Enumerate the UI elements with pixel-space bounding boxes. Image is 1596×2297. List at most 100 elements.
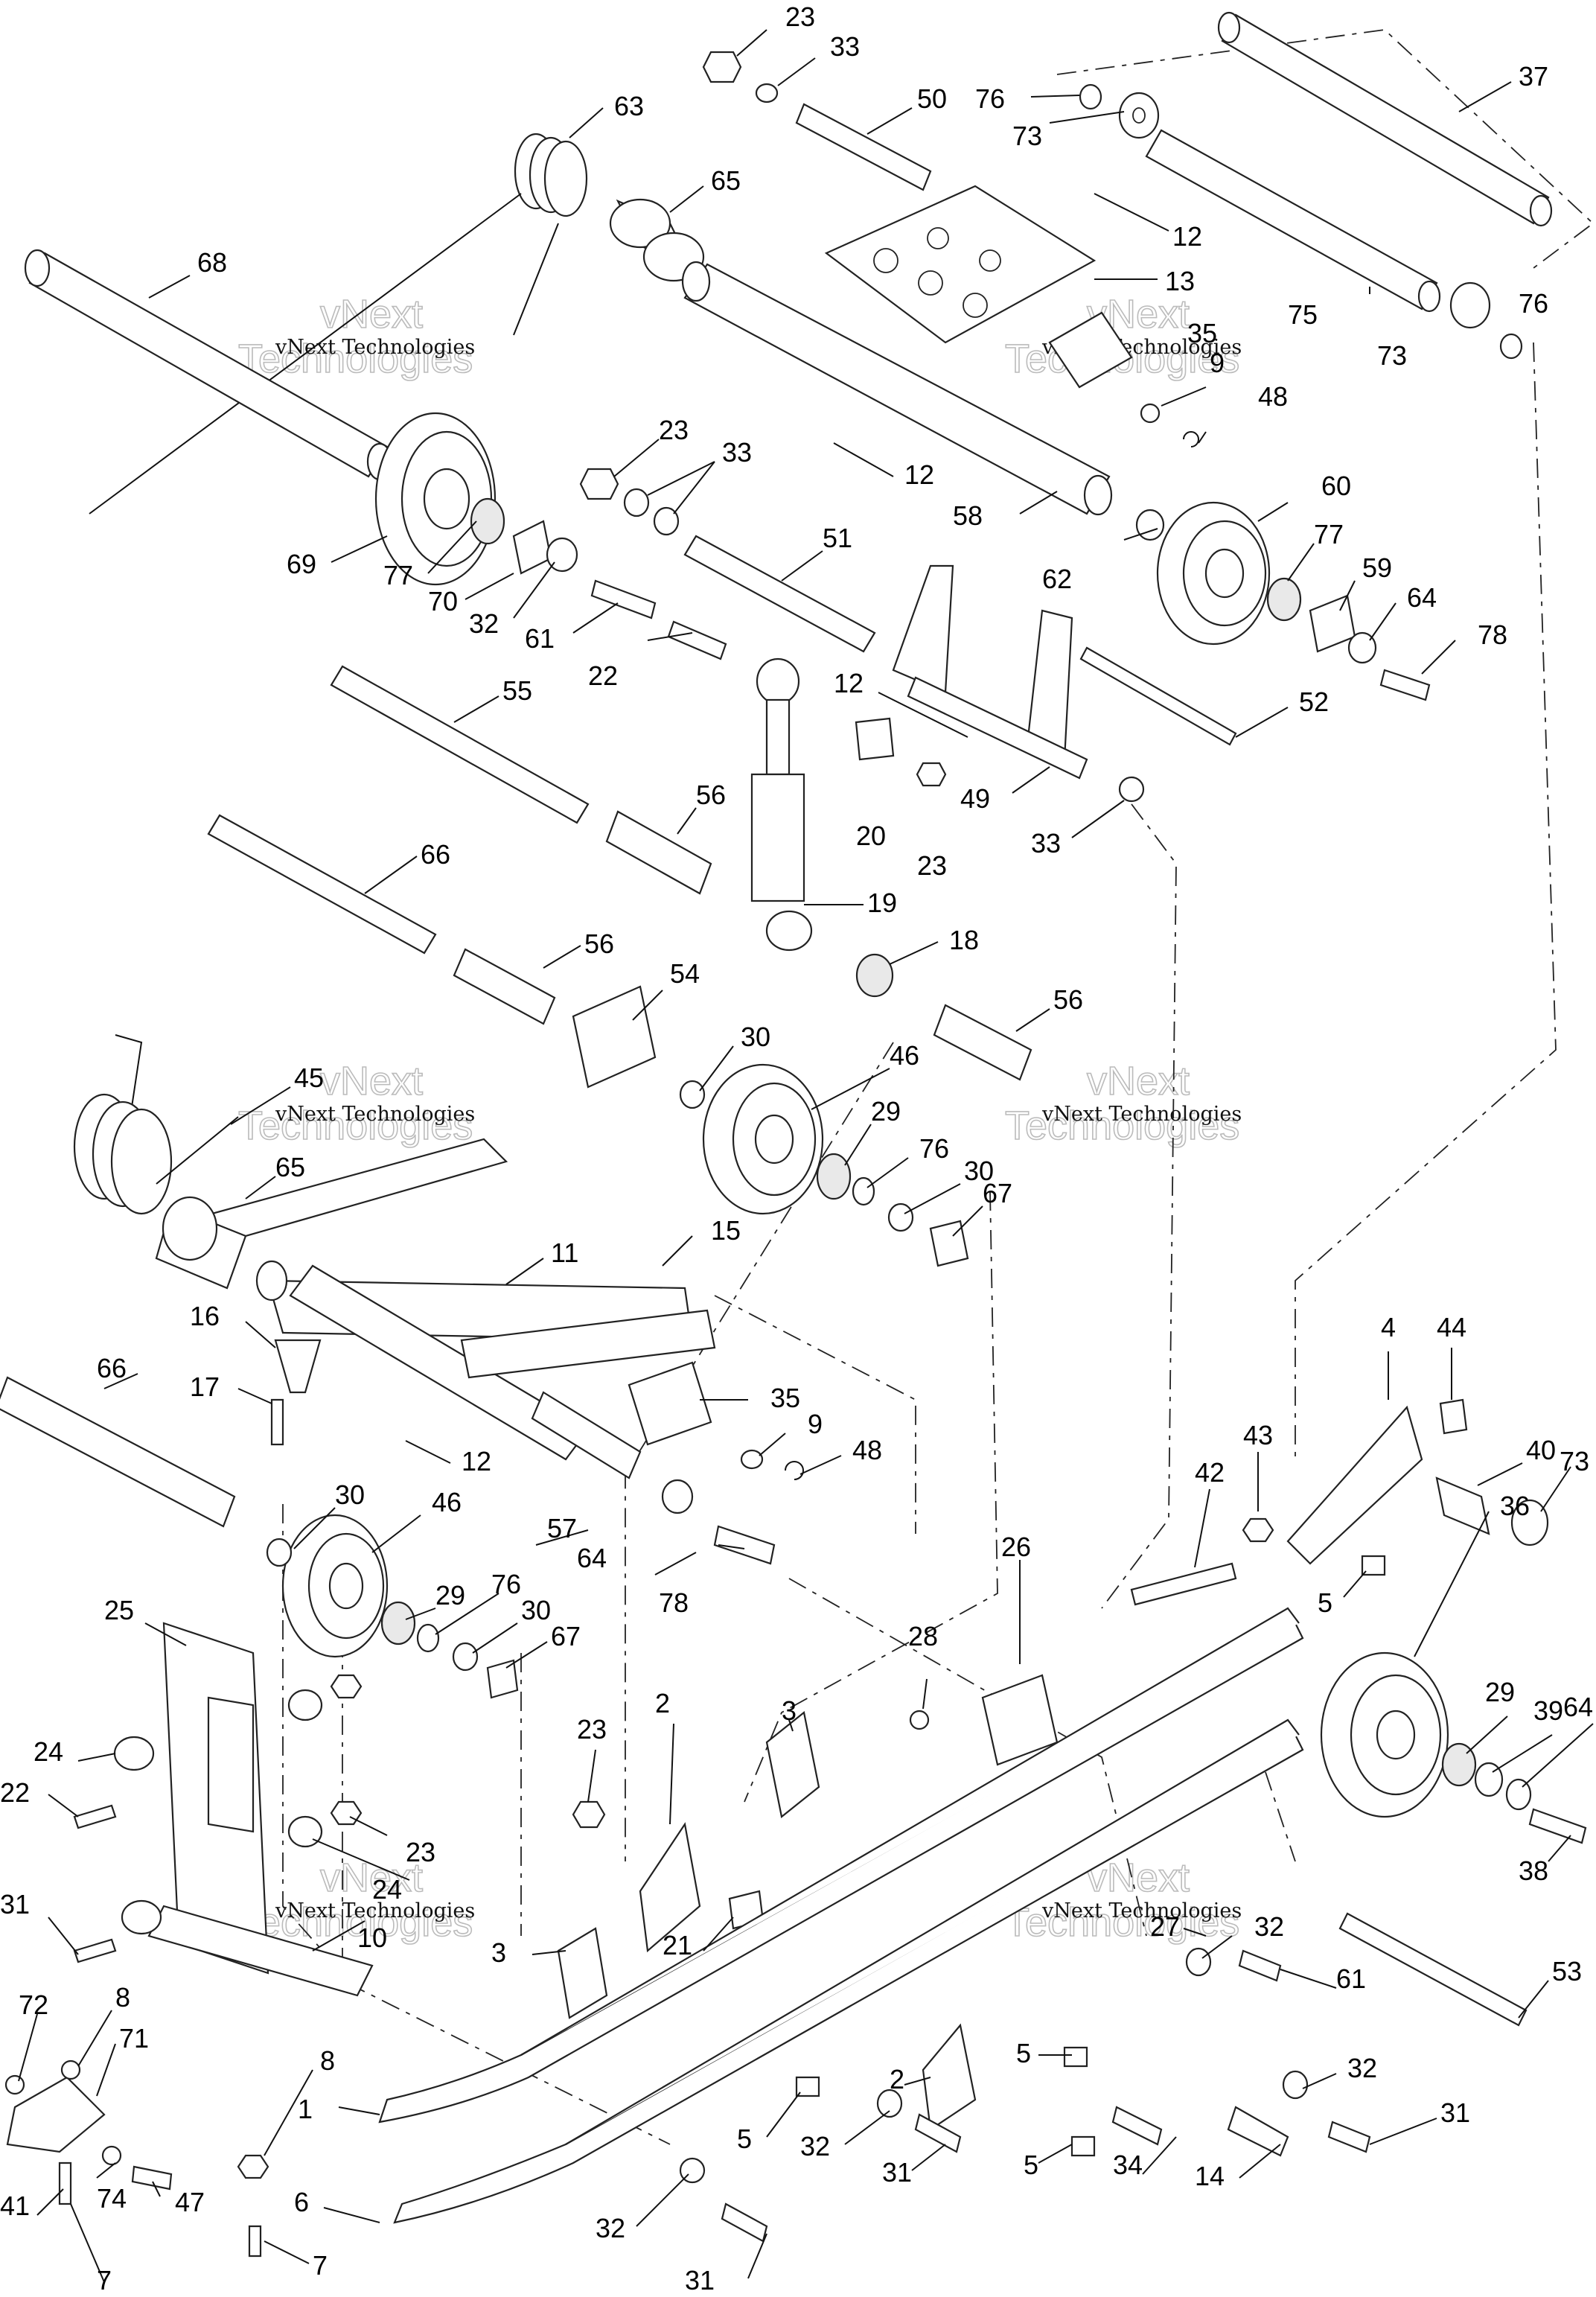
washer-33-lower — [1118, 776, 1145, 803]
bracket-35-upper — [1048, 311, 1133, 389]
plate-25 — [147, 1622, 374, 1997]
bolt-22-lower — [73, 1804, 117, 1829]
callout-46: 46 — [890, 1040, 919, 1071]
washer-32-r1 — [1185, 1947, 1212, 1977]
watermark-big-9: vNext — [320, 1855, 423, 1900]
dash-line-mid — [714, 1295, 916, 1534]
callout-71: 71 — [119, 2023, 149, 2054]
callout-69: 69 — [287, 549, 316, 579]
bracket-13 — [824, 185, 1097, 344]
nut-23-bracket — [572, 1800, 606, 1829]
callout-40: 40 — [1526, 1435, 1556, 1465]
callout-47: 47 — [175, 2187, 205, 2217]
callout-3: 3 — [782, 1695, 797, 1726]
shaft-58 — [681, 261, 1113, 516]
callout-76: 76 — [1519, 288, 1548, 319]
nut-23-top — [702, 51, 742, 83]
washer-62 — [1135, 509, 1165, 541]
callout-65: 65 — [711, 165, 741, 196]
callout-7: 7 — [313, 2250, 328, 2281]
callout-30: 30 — [521, 1595, 551, 1625]
washer-9-upper — [1140, 403, 1161, 424]
bushing-40 — [1435, 1476, 1490, 1535]
callout-5: 5 — [1318, 1587, 1332, 1618]
callout-50: 50 — [917, 83, 947, 114]
callout-31: 31 — [1440, 2097, 1470, 2128]
rail-6 — [393, 1718, 1304, 2224]
dash-line-right-vertical — [1295, 342, 1557, 1459]
callout-45: 45 — [294, 1063, 324, 1093]
bolt-52 — [1079, 646, 1237, 746]
callout-67: 67 — [551, 1621, 581, 1651]
spacer-70 — [512, 520, 552, 575]
callout-32: 32 — [596, 2213, 625, 2243]
callout-24: 24 — [372, 1874, 402, 1905]
callout-48: 48 — [852, 1435, 882, 1465]
callout-23: 23 — [785, 1, 815, 32]
callout-31: 31 — [882, 2157, 912, 2188]
dash-line-bottom — [312, 1965, 671, 2145]
callout-56: 56 — [584, 928, 614, 959]
callout-32: 32 — [1347, 2053, 1377, 2083]
bracket-3-upper — [765, 1711, 820, 1818]
block-54 — [572, 985, 657, 1089]
callout-23: 23 — [577, 1714, 607, 1745]
callout-51: 51 — [823, 523, 852, 553]
bushing-20 — [855, 717, 895, 761]
callout-75: 75 — [1288, 299, 1318, 330]
bolt-22-upper — [667, 620, 727, 660]
callout-73: 73 — [1012, 121, 1042, 151]
clip-76-mid — [852, 1176, 875, 1206]
spacer-67-lower — [486, 1659, 519, 1699]
callout-12: 12 — [462, 1446, 491, 1476]
callout-15: 15 — [711, 1215, 741, 1246]
callout-3: 3 — [491, 1937, 506, 1968]
callout-9: 9 — [808, 1409, 823, 1439]
block-44 — [1439, 1398, 1468, 1435]
callout-9: 9 — [1210, 348, 1225, 378]
dash-line-top-right — [1056, 29, 1595, 269]
callout-56: 56 — [696, 780, 726, 810]
callout-39: 39 — [1533, 1695, 1563, 1726]
callout-76: 76 — [491, 1569, 521, 1599]
callout-2: 2 — [655, 1688, 670, 1718]
callout-20: 20 — [856, 821, 886, 851]
callout-31: 31 — [685, 2265, 715, 2296]
callout-63: 63 — [614, 91, 644, 121]
callout-74: 74 — [97, 2183, 127, 2214]
callout-27: 27 — [1150, 1911, 1180, 1942]
bushing-18 — [855, 953, 894, 998]
callout-32: 32 — [800, 2131, 830, 2161]
watermark-big-12: Technologies — [1005, 1900, 1239, 1945]
screw-5-c — [1063, 2046, 1088, 2068]
callout-4: 4 — [1381, 1312, 1396, 1342]
callout-36: 36 — [1500, 1491, 1530, 1521]
callout-leaders — [18, 29, 1594, 2283]
callout-12: 12 — [834, 668, 864, 698]
watermark-small-1: vNext Technologies — [275, 336, 475, 359]
callout-28: 28 — [908, 1621, 938, 1651]
washer-32-r2 — [1282, 2070, 1309, 2100]
bolt-78-mid — [713, 1525, 776, 1565]
callout-70: 70 — [428, 586, 458, 617]
callout-43: 43 — [1243, 1420, 1273, 1450]
tube-66-upper — [207, 814, 437, 955]
part-72 — [4, 2074, 25, 2095]
callout-37: 37 — [1519, 61, 1548, 92]
wheel-46-upper — [702, 1063, 824, 1215]
dash-line-mid-right — [1101, 803, 1177, 1609]
callout-76: 76 — [975, 83, 1005, 114]
tube-56-b — [453, 948, 556, 1025]
nut-23-mid — [579, 468, 619, 500]
callout-29: 29 — [1485, 1677, 1515, 1707]
pin-50 — [795, 103, 932, 191]
washer-24-b — [121, 1899, 162, 1935]
callout-23: 23 — [406, 1837, 435, 1867]
shaft-75 — [1145, 129, 1441, 313]
bracket-2-upper — [639, 1822, 701, 1953]
watermark-small-6: vNext Technologies — [1041, 1899, 1242, 1922]
callout-30: 30 — [335, 1479, 365, 1510]
callout-8: 8 — [115, 1982, 130, 2013]
callout-65: 65 — [275, 1152, 305, 1182]
